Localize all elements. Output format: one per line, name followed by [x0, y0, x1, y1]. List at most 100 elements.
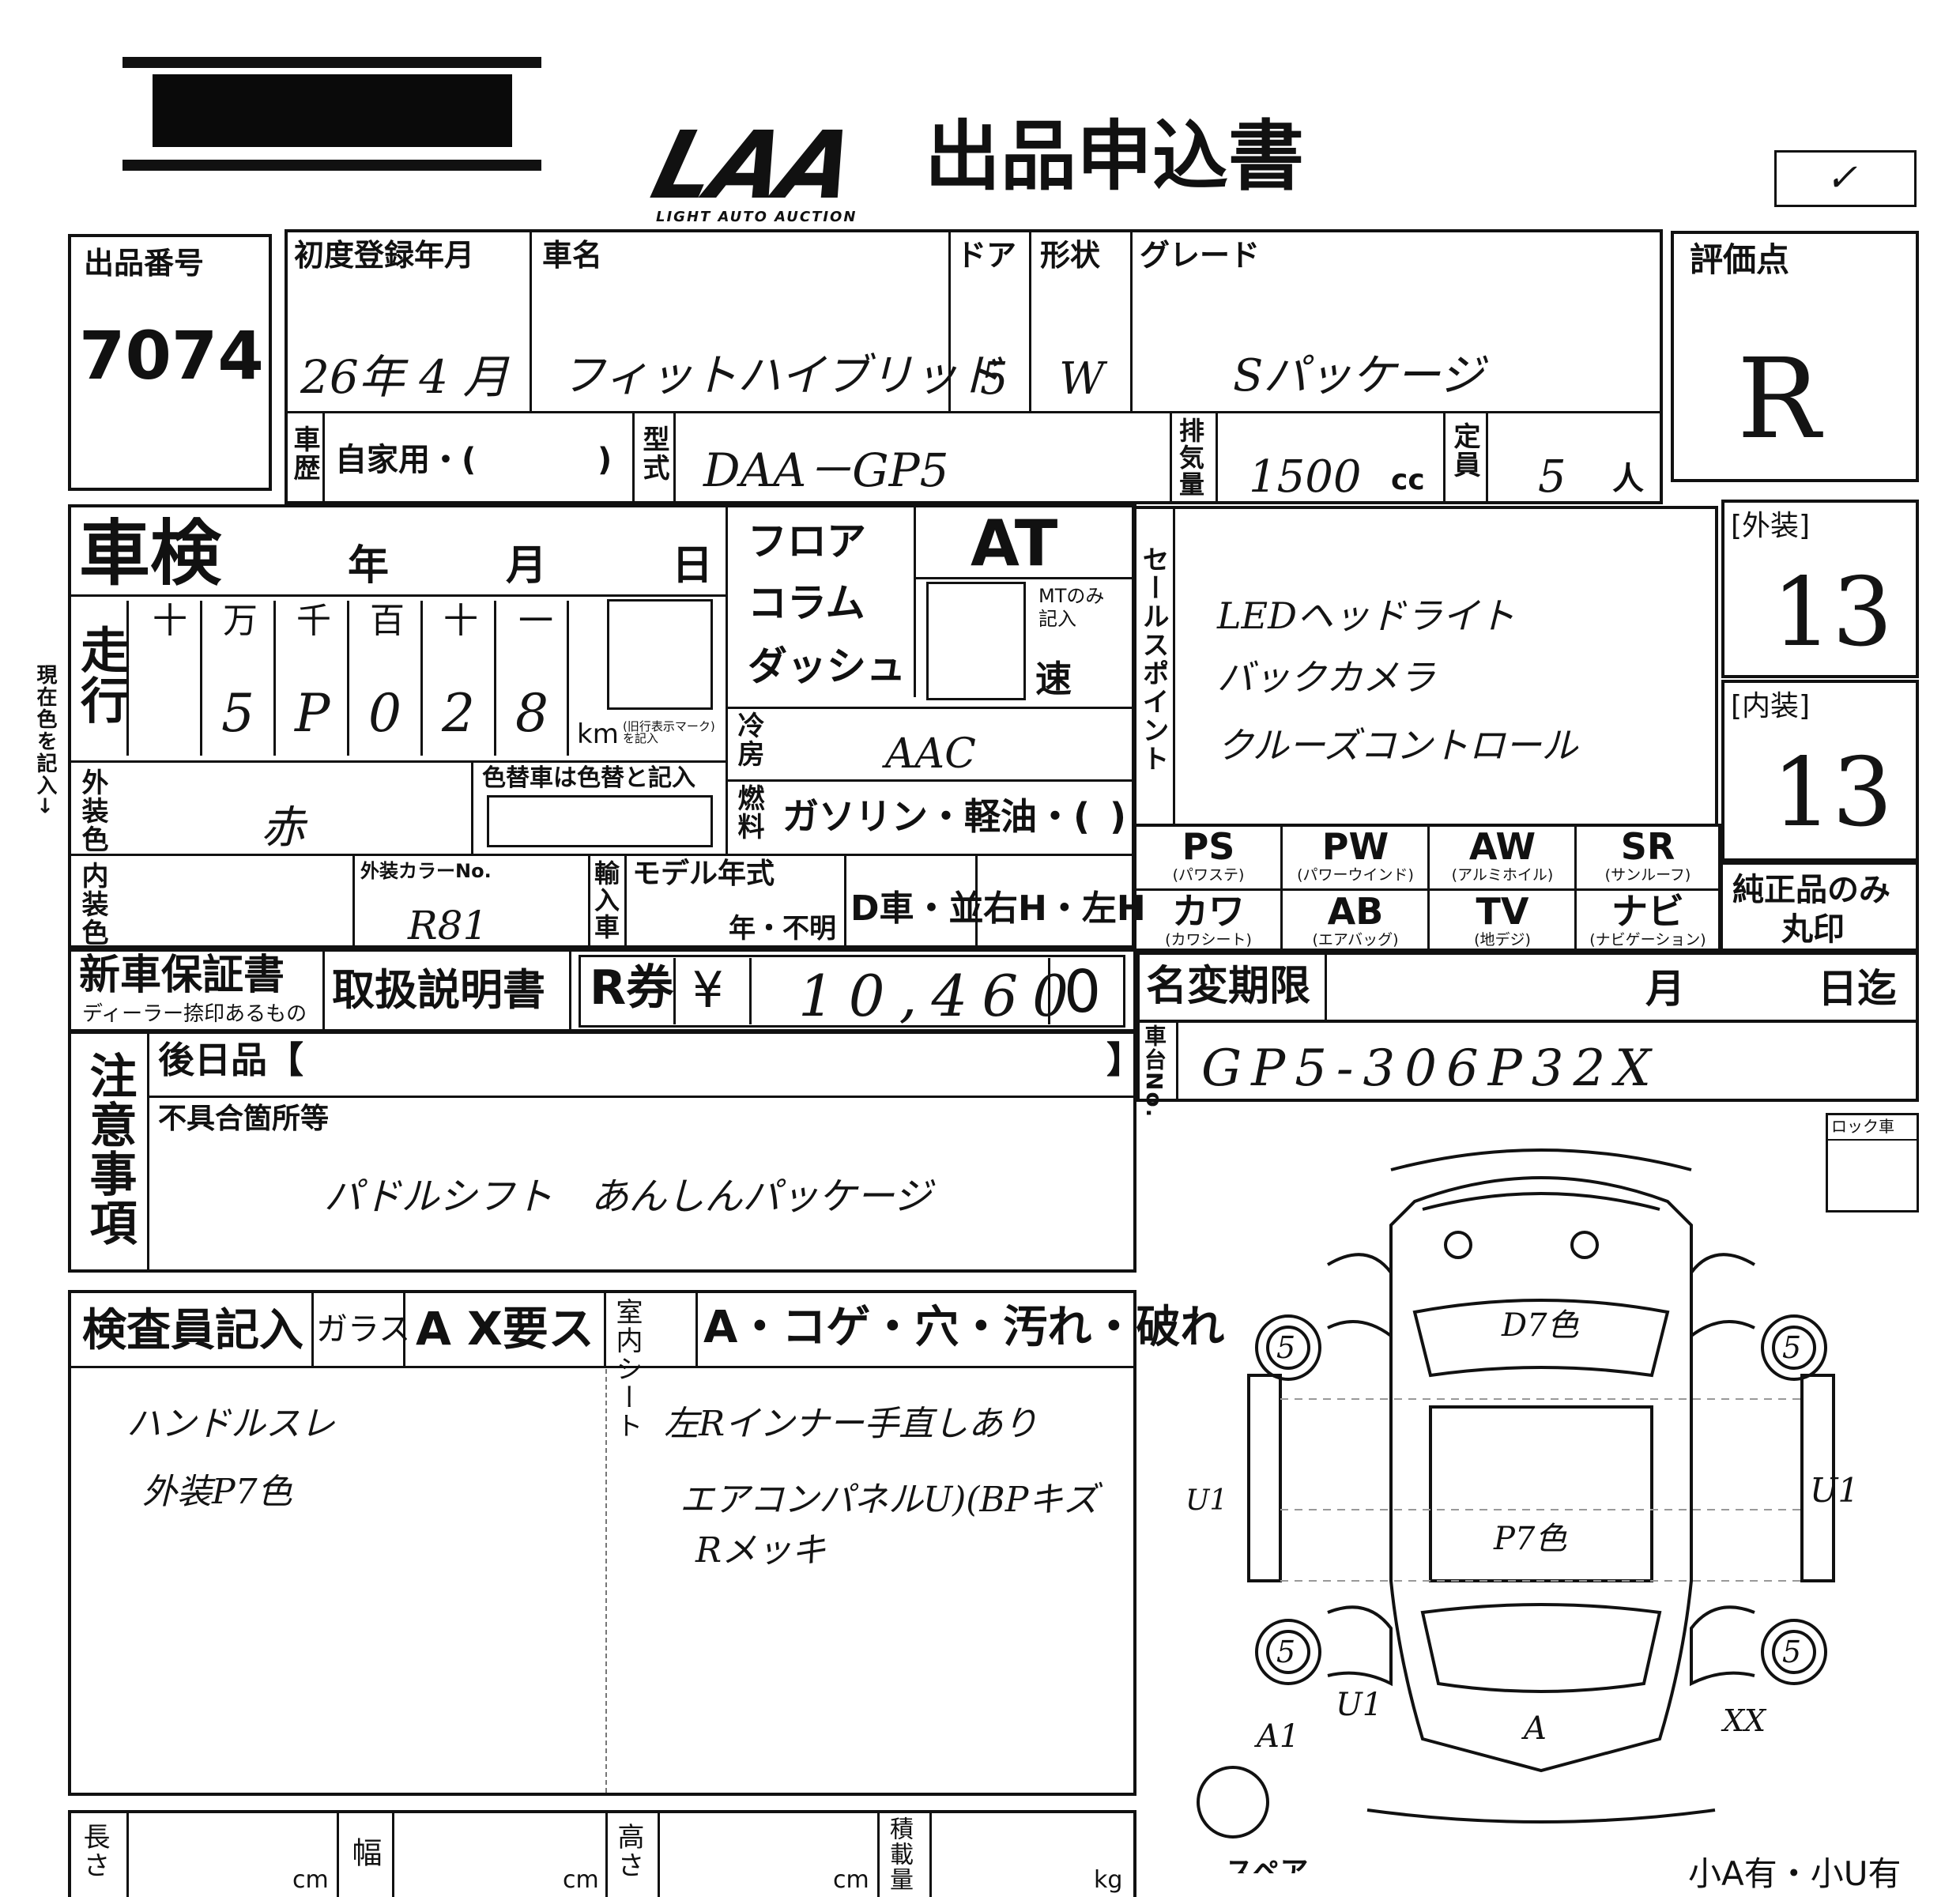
model-code: DAA－GP5 — [703, 443, 949, 497]
odometer-cell: 十 2 — [420, 601, 494, 756]
redacted-bar — [122, 57, 541, 175]
shift-column[interactable]: コラム — [748, 580, 865, 626]
lock-box[interactable]: ロック車 — [1826, 1113, 1919, 1212]
import-label: 輸入車 — [590, 860, 620, 941]
mt-speed-box[interactable] — [926, 582, 1026, 700]
shift-dash[interactable]: ダッシュ — [748, 643, 906, 689]
diagram-legend: 小A有・小U有 — [1688, 1854, 1902, 1893]
option-sunroof[interactable]: SR(サンルーフ) — [1604, 825, 1691, 884]
height-label: 高さ — [612, 1823, 644, 1880]
shaken-label: 車検 — [79, 512, 221, 595]
history-value: 自家用・( — [335, 442, 477, 478]
odometer-cell: 一 8 — [494, 601, 569, 756]
inspector-note-right: Rメッキ — [695, 1530, 827, 1571]
yen-sign: ¥ — [692, 961, 724, 1019]
recycle-box — [579, 955, 1125, 1028]
recycle-zero: 0 — [1064, 958, 1102, 1026]
grade: Sパッケージ — [1233, 350, 1484, 402]
listing-number-box: 出品番号 7074 — [68, 234, 272, 491]
odometer-digit: P — [295, 683, 330, 744]
reg-date-label: 初度登録年月 — [294, 238, 475, 273]
inspector-label: 検査員記入 — [82, 1305, 303, 1356]
load-label: 積載量 — [885, 1816, 913, 1892]
car-damage-diagram: D7色 P7色 5 5 5 5 U1 U1 A A1 XX U1 スペア — [1185, 1148, 1859, 1873]
odometer-cell: 百 0 — [347, 601, 420, 756]
odometer-unit: 十 — [153, 601, 187, 641]
diagram-mark: 5 — [1276, 1635, 1295, 1669]
option-power-steering[interactable]: PS(パワステ) — [1172, 825, 1245, 884]
odometer-digit: 8 — [515, 683, 548, 744]
kg-unit: kg — [1094, 1866, 1123, 1894]
odometer-unit: 千 — [296, 601, 331, 641]
notes-box — [68, 1031, 1136, 1273]
shift-floor[interactable]: フロア — [748, 519, 866, 564]
color-no-label: 外装カラーNo. — [360, 860, 492, 882]
mileage-mark-box[interactable] — [607, 599, 713, 710]
recycle-label: R券 — [590, 960, 674, 1016]
inspector-note-left: ハンドルスレ — [126, 1404, 335, 1444]
mileage-digits: 十 万 5 千 P 百 0 十 2 一 8 — [126, 601, 569, 756]
side-note: 現在色を記入→ — [33, 664, 57, 816]
cm-unit: cm — [563, 1866, 599, 1894]
dealer-option[interactable]: D車・並 — [850, 888, 984, 929]
inspector-box — [68, 1290, 1136, 1796]
odometer-unit: 一 — [518, 601, 553, 641]
fuel-label: 燃料 — [733, 784, 764, 841]
glass-options[interactable]: A X要ス — [416, 1302, 594, 1356]
genuine-line1: 純正品のみ — [1732, 872, 1890, 908]
option-power-window[interactable]: PW(パワーウインド) — [1297, 825, 1414, 884]
repaint-field[interactable] — [487, 795, 713, 847]
exterior-grade: 13 — [1772, 558, 1893, 668]
option-alloy-wheel[interactable]: AW(アルミホイル) — [1451, 825, 1554, 884]
cm-unit: cm — [833, 1866, 869, 1894]
seat-options[interactable]: A・コゲ・穴・汚れ・破れ — [703, 1302, 1225, 1353]
transmission-at[interactable]: AT — [971, 507, 1058, 580]
recycle-amount: 10,460 — [798, 963, 1083, 1029]
year-unknown: 年・不明 — [729, 913, 836, 945]
sales-points-label: セールスポイント — [1137, 545, 1169, 773]
odometer-cell: 千 P — [273, 601, 347, 756]
option-tv[interactable]: TV(地デジ) — [1474, 890, 1531, 948]
diagram-mark: U1 — [1336, 1687, 1382, 1723]
door-count: 5 — [980, 353, 1008, 405]
option-navigation[interactable]: ナビ(ナビゲーション) — [1589, 890, 1706, 948]
fuel-close: ) — [1110, 795, 1127, 838]
cc-unit: cc — [1391, 464, 1425, 496]
later-items-close: 】 — [1106, 1039, 1143, 1081]
shape-label: 形状 — [1040, 238, 1101, 273]
shaken-day: 日 — [672, 542, 714, 590]
option-leather-seat[interactable]: カワ(カワシート) — [1165, 890, 1252, 948]
diagram-mark: P7色 — [1493, 1521, 1567, 1557]
name-change-day: 日迄 — [1818, 966, 1897, 1012]
option-airbag[interactable]: AB(エアバッグ) — [1312, 890, 1399, 948]
genuine-parts-box: 純正品のみ 丸印 — [1720, 862, 1919, 952]
notes-label: 注意事項 — [81, 1051, 137, 1247]
fuel-value[interactable]: ガソリン・軽油・( — [782, 795, 1091, 838]
sales-point: クルーズコントロール — [1217, 724, 1578, 767]
length-label: 長さ — [78, 1823, 110, 1880]
grade-label: グレード — [1140, 238, 1261, 273]
listing-number: 7074 — [79, 317, 264, 394]
check-box[interactable]: ✓ — [1774, 150, 1917, 207]
handle-option[interactable]: 右H・左H — [983, 888, 1146, 929]
capacity-label: 定員 — [1449, 422, 1480, 479]
person-unit: 人 — [1612, 461, 1644, 497]
diagram-mark: D7色 — [1501, 1307, 1580, 1344]
interior-grade-box: [内装] 13 — [1721, 680, 1919, 862]
chassis-label: 車台No. — [1141, 1024, 1167, 1119]
warranty-sub: ディーラー捺印あるもの — [82, 1002, 307, 1026]
odometer-cell: 万 5 — [200, 601, 273, 756]
score-label: 評価点 — [1690, 240, 1790, 279]
car-name-label: 車名 — [542, 238, 603, 273]
score: R — [1737, 335, 1821, 464]
shaken-year: 年 — [348, 542, 390, 590]
diagram-mark: U1 — [1810, 1471, 1859, 1510]
name-change-month: 月 — [1645, 966, 1685, 1012]
odometer-digit: 0 — [368, 683, 401, 744]
model-year-label: モデル年式 — [632, 858, 775, 890]
lock-label: ロック車 — [1831, 1117, 1894, 1136]
chassis-box — [1136, 1020, 1919, 1102]
manual-label[interactable]: 取扱説明書 — [332, 965, 545, 1015]
diagram-mark: XX — [1721, 1703, 1767, 1738]
exterior-color-label: 外装色 — [77, 768, 108, 854]
